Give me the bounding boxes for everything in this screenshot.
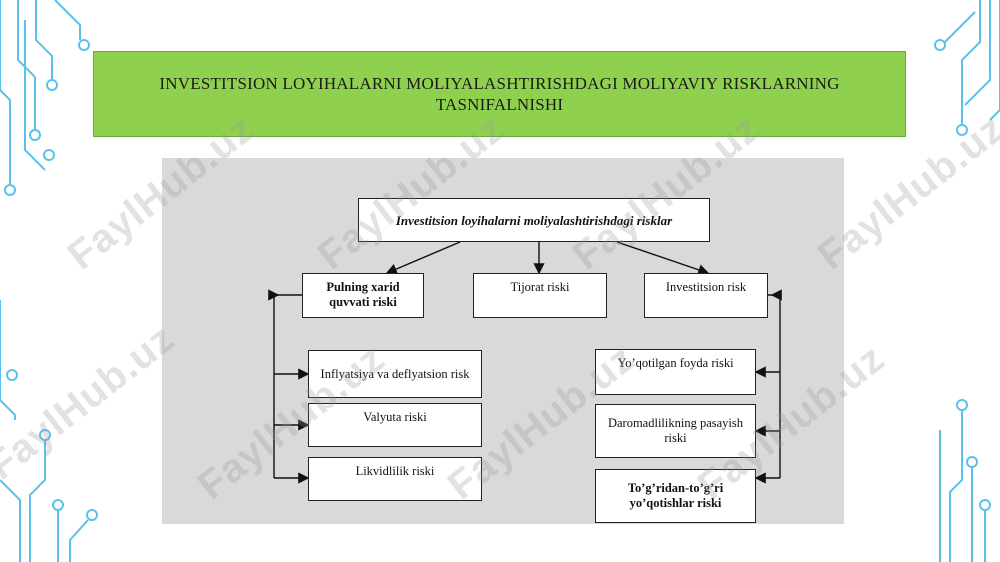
- right-child-direct-losses: To’g’ridan-to’g’ri yo’qotishlar riski: [595, 469, 756, 523]
- category-node-commercial: Tijorat riski: [473, 273, 607, 318]
- right-child-lost-profit: Yo’qotilgan foyda riski: [595, 349, 756, 395]
- diagram-panel: Investitsion loyihalarni moliyalashtiris…: [162, 158, 844, 524]
- root-node: Investitsion loyihalarni moliyalashtiris…: [358, 198, 710, 242]
- slide-title-banner: INVESTITSION LOYIHALARNI MOLIYALASHTIRIS…: [93, 51, 906, 137]
- category-node-purchasing-power: Pulning xarid quvvati riski: [302, 273, 424, 318]
- left-child-liquidity: Likvidlilik riski: [308, 457, 482, 501]
- diagram-connectors: [268, 241, 782, 484]
- left-child-currency: Valyuta riski: [308, 403, 482, 447]
- left-child-inflation: Inflyatsiya va deflyatsion risk: [308, 350, 482, 398]
- slide-title: INVESTITSION LOYIHALARNI MOLIYALASHTIRIS…: [159, 74, 840, 114]
- category-node-investment: Investitsion risk: [644, 273, 768, 318]
- right-child-profitability-decline: Daromadlilikning pasayish riski: [595, 404, 756, 458]
